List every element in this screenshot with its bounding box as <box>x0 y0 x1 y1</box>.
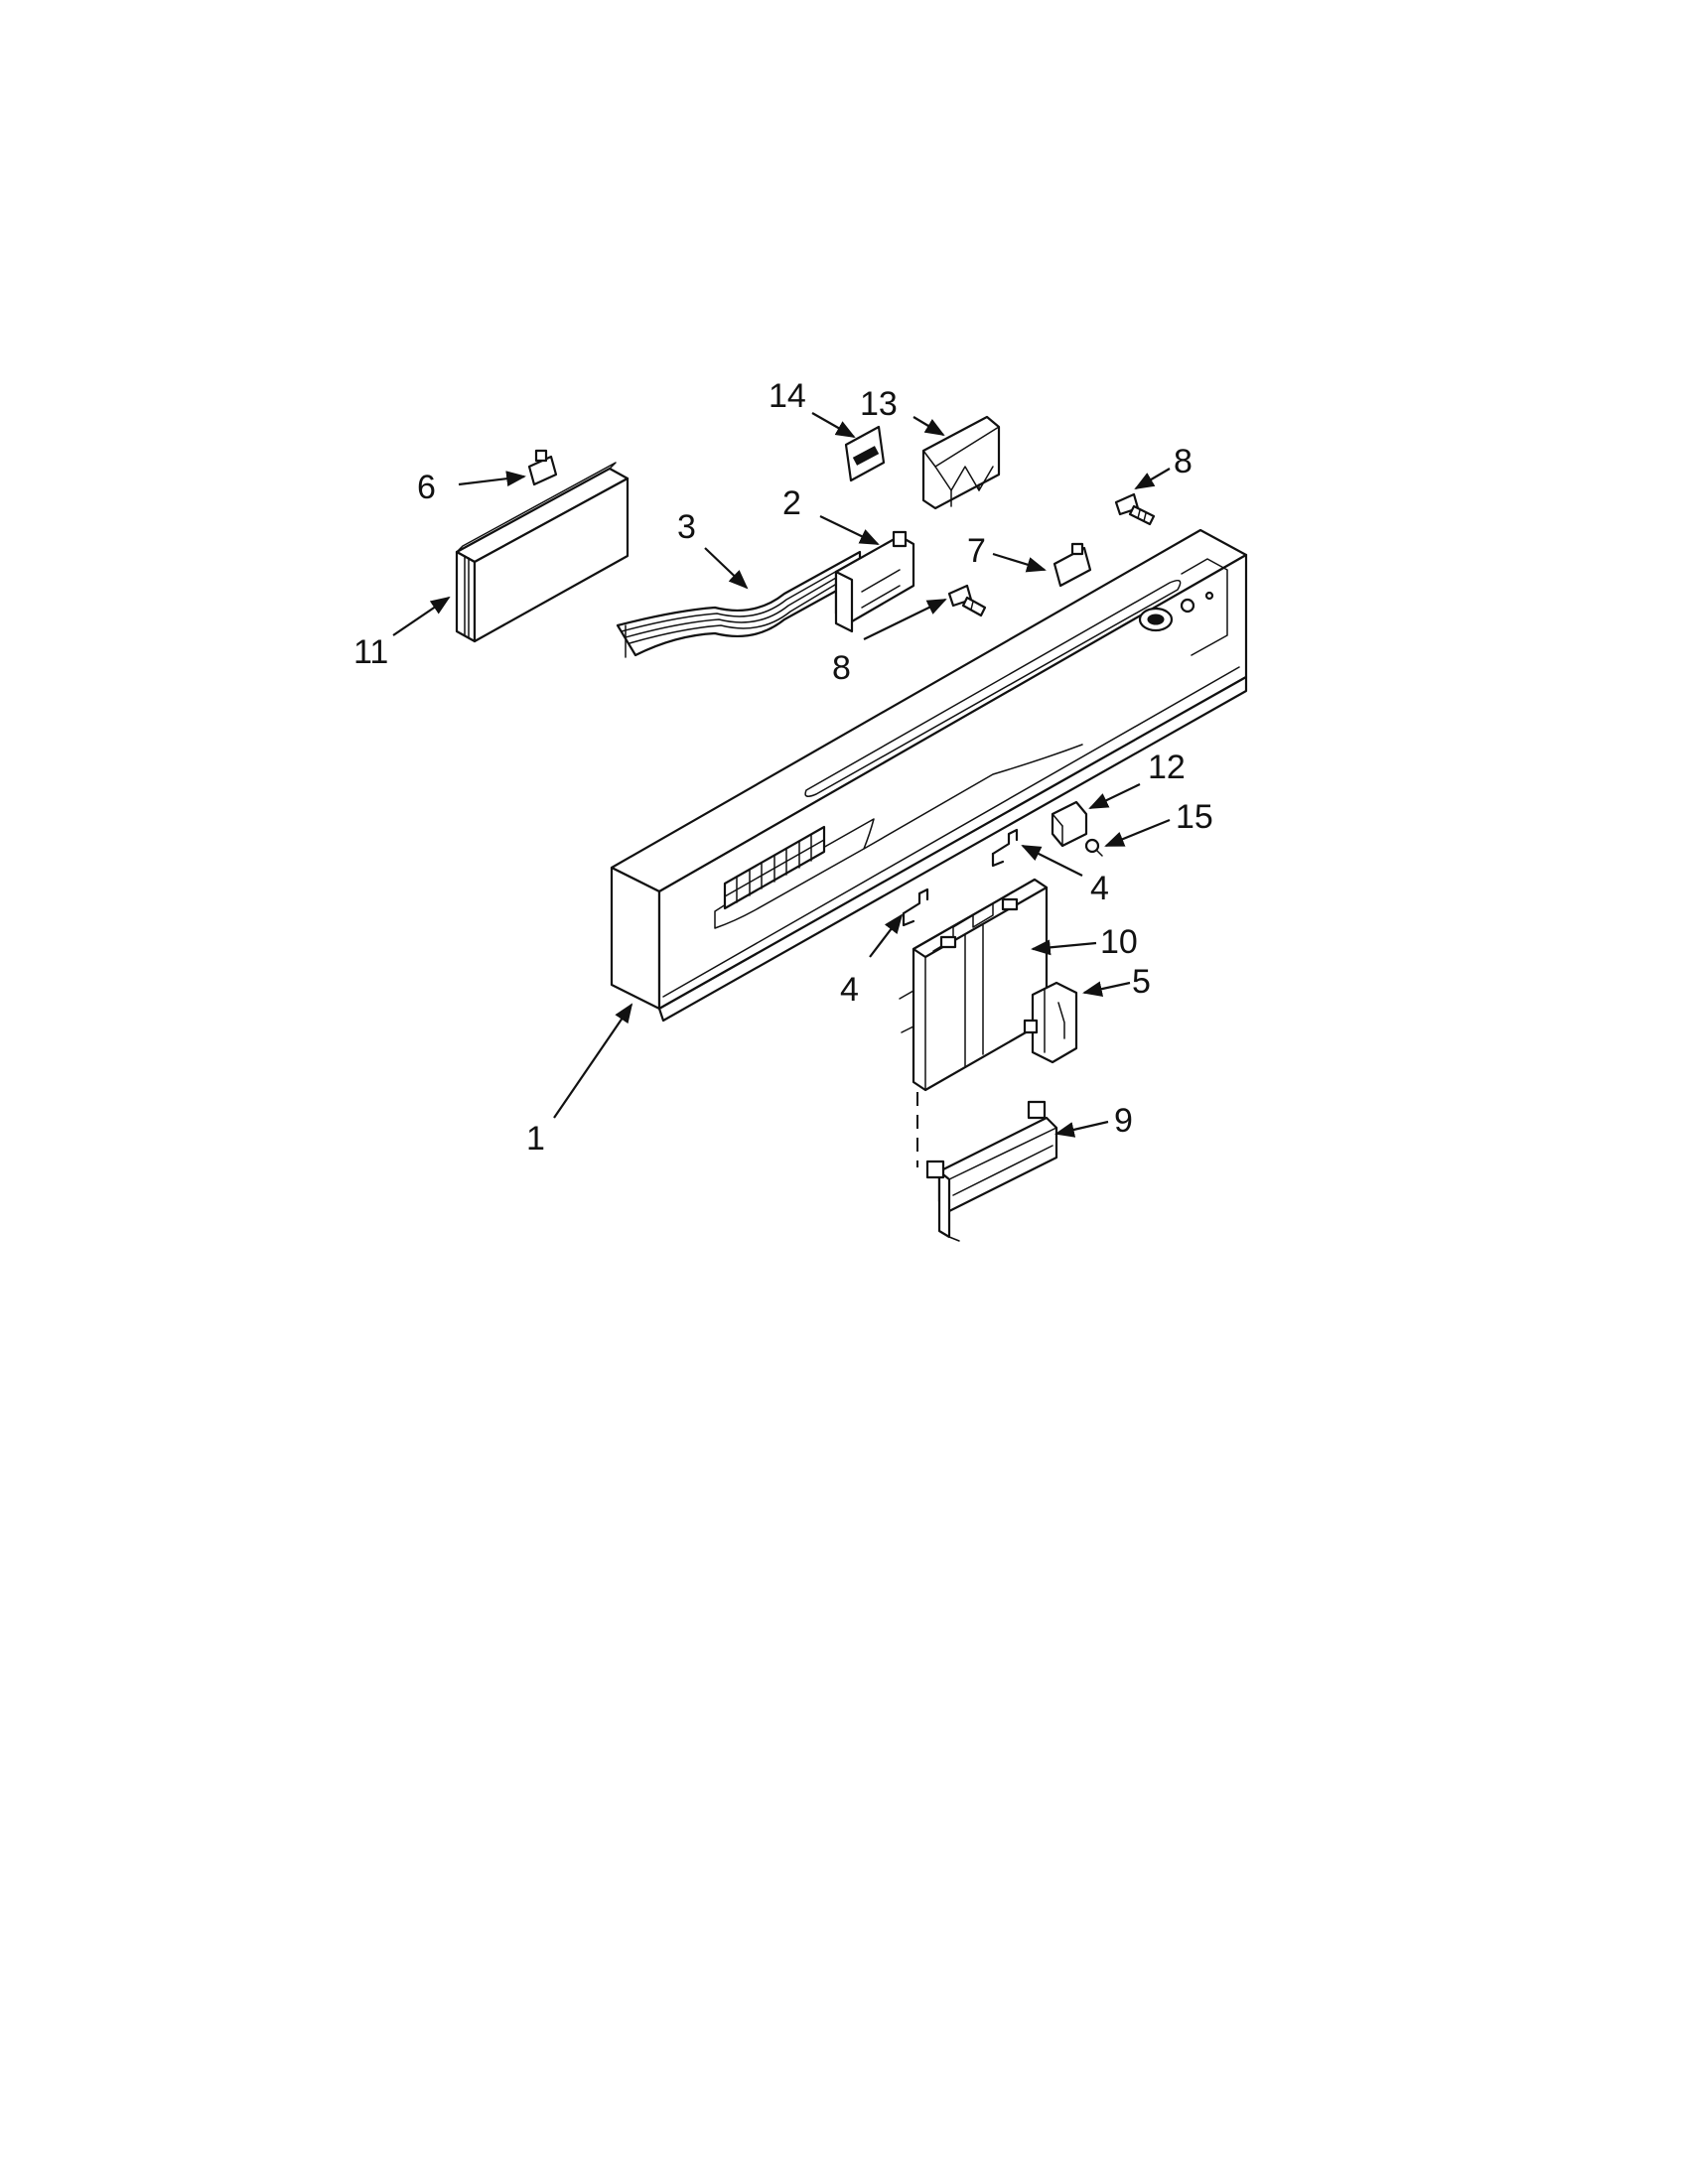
leader-4b <box>1021 845 1083 877</box>
block-part-14 <box>844 425 886 482</box>
leader-15 <box>1104 818 1171 848</box>
callout-label-9: 9 <box>1114 1102 1133 1140</box>
callout-label-4a: 4 <box>840 971 859 1009</box>
leader-7 <box>992 552 1047 573</box>
leader-6 <box>458 471 526 487</box>
callout-label-5: 5 <box>1132 963 1151 1001</box>
callout-label-12: 12 <box>1148 749 1186 786</box>
leader-1 <box>553 1003 633 1119</box>
callout-label-7: 7 <box>967 532 986 570</box>
clip-part-4-right <box>991 828 1019 868</box>
callout-label-14: 14 <box>769 377 806 415</box>
callout-label-4b: 4 <box>1090 870 1109 907</box>
leader-11 <box>392 596 451 636</box>
callout-labels: 1 2 3 4 4 5 6 7 8 8 9 10 11 12 13 14 15 <box>353 377 1213 1158</box>
leader-12 <box>1088 783 1141 809</box>
leader-9 <box>1054 1120 1109 1138</box>
leader-lines <box>392 412 1171 1138</box>
handle-bracket-part-9 <box>925 1100 1058 1242</box>
callout-label-11: 11 <box>353 633 388 671</box>
leader-5 <box>1082 981 1131 997</box>
control-panel-part <box>610 528 1248 1023</box>
screw-part-8-lower <box>947 584 987 617</box>
screw-part-15 <box>1084 838 1103 857</box>
control-board-part-10 <box>899 878 1049 1092</box>
clip-part-4-left <box>902 887 929 927</box>
leader-4a <box>869 913 904 958</box>
callout-label-8a: 8 <box>1174 443 1193 480</box>
screw-part-8-upper <box>1114 492 1156 526</box>
callout-label-6: 6 <box>417 469 436 506</box>
callout-label-1: 1 <box>526 1120 545 1158</box>
leader-10 <box>1031 939 1097 956</box>
clip-part-6 <box>527 449 558 486</box>
ribbon-cable-part <box>616 550 862 658</box>
housing-bracket-part-13 <box>921 415 1001 510</box>
leader-8b <box>863 599 947 640</box>
leader-13 <box>912 416 945 437</box>
callout-label-13: 13 <box>860 385 898 423</box>
keypad-grid <box>723 825 826 910</box>
callout-label-10: 10 <box>1100 923 1138 961</box>
leader-14 <box>811 412 856 438</box>
housing-part <box>455 462 630 643</box>
clip-part-7 <box>1052 542 1092 588</box>
leader-2 <box>819 515 880 545</box>
callout-label-8b: 8 <box>832 649 851 687</box>
callout-label-2: 2 <box>782 484 801 522</box>
leader-8a <box>1134 468 1171 490</box>
callout-label-15: 15 <box>1176 798 1213 836</box>
bracket-part-2 <box>834 530 915 633</box>
bracket-part-5 <box>1023 981 1078 1064</box>
callout-label-3: 3 <box>677 508 696 546</box>
connector-part-12 <box>1051 800 1088 848</box>
leader-3 <box>704 547 749 590</box>
